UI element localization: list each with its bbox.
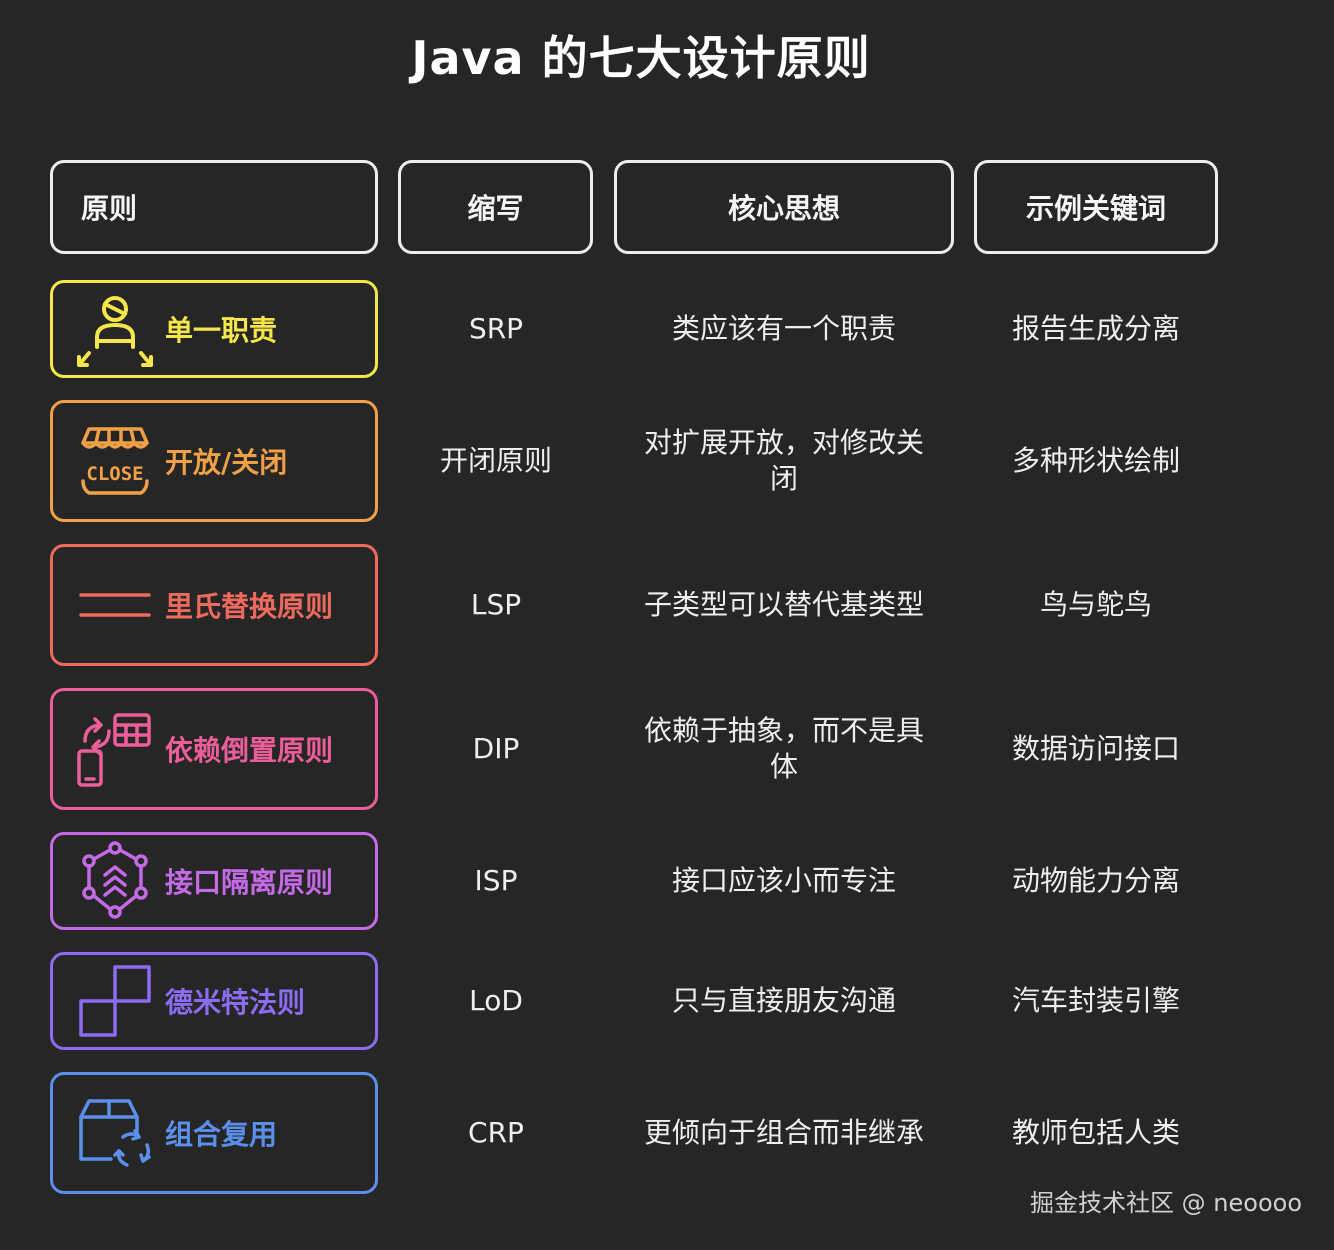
principle-label: 单一职责: [165, 314, 278, 347]
principle-srp: 单一职责: [50, 280, 378, 378]
principle-isp: 接口隔离原则: [50, 832, 378, 930]
principle-dip: 依赖倒置原则: [50, 688, 378, 810]
principle-label: 里氏替换原则: [165, 590, 334, 623]
principle-crp: 组合复用: [50, 1072, 378, 1194]
idea-cell: 更倾向于组合而非继承: [643, 1116, 924, 1149]
abbr-cell: 开闭原则: [439, 444, 552, 477]
network-chevrons-icon: [75, 841, 155, 921]
principle-label: 接口隔离原则: [165, 866, 334, 899]
principle-label: 德米特法则: [165, 986, 306, 1019]
svg-text:CLOSE: CLOSE: [86, 463, 143, 485]
keyword-cell: 报告生成分离: [1011, 312, 1180, 345]
idea-cell: 子类型可以替代基类型: [643, 588, 924, 621]
principle-ocp: CLOSE 开放/关闭: [50, 400, 378, 522]
header-idea: 核心思想: [614, 160, 954, 254]
keyword-cell: 教师包括人类: [1011, 1116, 1180, 1149]
abbr-cell: LSP: [470, 588, 522, 621]
idea-cell: 只与直接朋友沟通: [671, 984, 896, 1017]
squares-icon: [75, 961, 155, 1041]
principle-lod: 德米特法则: [50, 952, 378, 1050]
equals-lines-icon: [75, 565, 155, 645]
keyword-cell: 多种形状绘制: [1011, 444, 1180, 477]
device-swap-icon: [75, 709, 155, 789]
principle-label: 依赖倒置原则: [165, 734, 334, 767]
abbr-cell: CRP: [468, 1116, 524, 1149]
keyword-cell: 动物能力分离: [1011, 864, 1180, 897]
store-close-icon: CLOSE: [75, 421, 155, 501]
idea-cell: 类应该有一个职责: [671, 312, 896, 345]
idea-cell: 依赖于抽象，而不是具体: [643, 714, 924, 783]
page-title: Java 的七大设计原则: [411, 31, 871, 85]
abbr-cell: LoD: [469, 984, 523, 1017]
principle-lsp: 里氏替换原则: [50, 544, 378, 666]
abbr-cell: SRP: [468, 312, 524, 345]
header-abbr: 缩写: [398, 160, 593, 254]
keyword-cell: 鸟与鸵鸟: [1039, 588, 1152, 621]
header-principle: 原则: [50, 160, 378, 254]
keyword-cell: 汽车封装引擎: [1011, 984, 1180, 1017]
watermark-credit: 掘金技术社区 @ neoooo: [1030, 1189, 1302, 1217]
abbr-cell: DIP: [472, 732, 520, 765]
keyword-cell: 数据访问接口: [1011, 732, 1180, 765]
box-recycle-icon: [75, 1093, 155, 1173]
header-keyword: 示例关键词: [974, 160, 1218, 254]
principle-label: 组合复用: [165, 1118, 278, 1151]
idea-cell: 对扩展开放，对修改关闭: [643, 426, 924, 495]
principle-label: 开放/关闭: [165, 446, 288, 479]
person-arrows-icon: [75, 289, 155, 369]
abbr-cell: ISP: [474, 864, 518, 897]
idea-cell: 接口应该小而专注: [671, 864, 896, 897]
